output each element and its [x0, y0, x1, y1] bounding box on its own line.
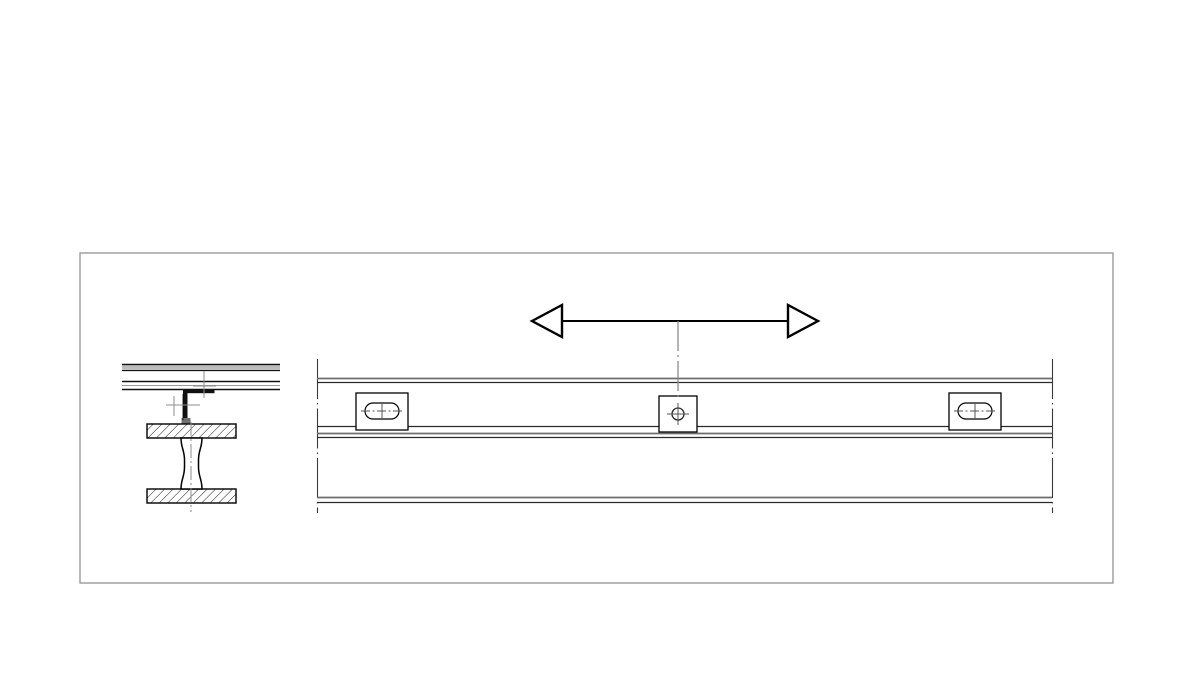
bracket-right[interactable]	[948, 392, 1002, 431]
bracket-left[interactable]	[355, 392, 409, 431]
arrowhead-left	[529, 303, 564, 339]
upper-deck-plate	[122, 363, 280, 372]
beam-web	[180, 437, 203, 490]
span-dimension-arrow[interactable]	[529, 303, 821, 400]
bracket-center[interactable]	[658, 395, 698, 433]
i-beam-cross-section	[122, 363, 280, 512]
drawing-border	[79, 252, 1114, 584]
angle-bracket	[181, 390, 215, 424]
section-centerlines	[166, 371, 216, 512]
beam-elevation-longitudinal	[316, 359, 1054, 513]
arrowhead-right	[786, 303, 821, 339]
